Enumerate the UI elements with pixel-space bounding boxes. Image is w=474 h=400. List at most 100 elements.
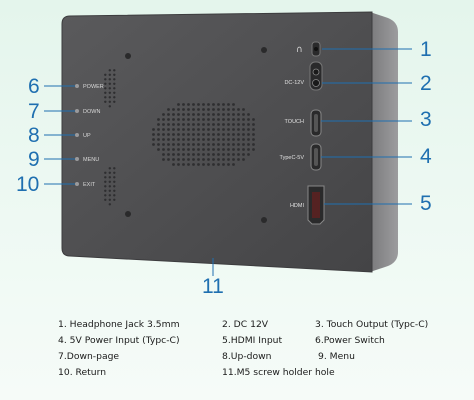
grille-hole [187, 108, 190, 111]
grille-hole [242, 118, 245, 121]
grille-hole [182, 133, 185, 136]
grille-hole [157, 123, 160, 126]
grille-hole [108, 91, 112, 95]
grille-hole [202, 153, 205, 156]
grille-hole [108, 105, 112, 108]
grille-hole [212, 128, 215, 131]
grille-hole [172, 138, 175, 141]
grille-hole [104, 189, 107, 192]
grille-hole [217, 123, 220, 126]
grille-hole [104, 82, 107, 86]
port-label-touch: TOUCH [285, 119, 304, 125]
grille-hole [212, 108, 215, 111]
callout-number-11: 11 [202, 275, 224, 298]
port-label-dc: DC-12V [284, 80, 304, 86]
grille-hole [172, 163, 175, 166]
grille-hole [207, 113, 210, 116]
legend-item-5: 5.HDMI Input [222, 335, 283, 346]
grille-hole [197, 153, 200, 156]
grille-hole [202, 113, 205, 116]
grille-hole [167, 148, 170, 151]
grille-hole [108, 87, 112, 90]
grille-hole [187, 128, 190, 131]
grille-hole [252, 123, 255, 126]
grille-hole [177, 113, 180, 116]
grille-hole [157, 128, 160, 131]
grille-hole [152, 143, 155, 146]
grille-hole [187, 158, 190, 161]
grille-hole [162, 158, 165, 161]
grille-hole [242, 108, 245, 111]
legend-item-1: 1. Headphone Jack 3.5mm [58, 319, 180, 330]
grille-hole [207, 143, 210, 146]
grille-hole [237, 148, 240, 151]
headphone-jack: ∩ [296, 41, 321, 57]
grille-hole [217, 118, 220, 121]
grille-hole [202, 148, 205, 151]
callout-number-9: 9 [28, 148, 40, 171]
grille-hole [247, 153, 250, 156]
legend-item-11: 11.M5 screw holder hole [222, 367, 335, 378]
grille-hole [217, 158, 220, 161]
grille-hole [232, 153, 235, 156]
left-speaker-grille-top [104, 69, 116, 108]
grille-hole [113, 194, 116, 197]
grille-hole [187, 148, 190, 151]
callout-number-2: 2 [420, 72, 432, 95]
grille-hole [113, 96, 116, 99]
button-label-exit: EXIT [83, 182, 96, 188]
grille-hole [197, 103, 200, 106]
grille-hole [212, 118, 215, 121]
grille-hole [242, 143, 245, 146]
grille-hole [222, 123, 225, 126]
grille-hole [182, 153, 185, 156]
grille-hole [227, 158, 230, 161]
grille-hole [157, 143, 160, 146]
grille-hole [247, 133, 250, 136]
grille-hole [227, 113, 230, 116]
grille-hole [162, 123, 165, 126]
grille-hole [212, 123, 215, 126]
legend-item-3: 3. Touch Output (Typc-C) [315, 319, 429, 330]
grille-hole [108, 194, 112, 197]
grille-hole [197, 108, 200, 111]
grille-hole [192, 108, 195, 111]
grille-hole [222, 133, 225, 136]
grille-hole [172, 118, 175, 121]
grille-hole [202, 128, 205, 131]
dc-port [309, 61, 323, 91]
grille-hole [212, 138, 215, 141]
grille-hole [207, 108, 210, 111]
grille-hole [212, 153, 215, 156]
grille-hole [247, 138, 250, 141]
grille-hole [162, 128, 165, 131]
callout-number-1: 1 [420, 38, 432, 61]
grille-hole [192, 103, 195, 106]
grille-hole [177, 118, 180, 121]
grille-hole [182, 123, 185, 126]
grille-hole [192, 163, 195, 166]
grille-hole [182, 103, 185, 106]
grille-hole [227, 138, 230, 141]
grille-hole [237, 133, 240, 136]
grille-hole [192, 133, 195, 136]
grille-hole [242, 153, 245, 156]
grille-hole [177, 163, 180, 166]
grille-hole [108, 171, 112, 174]
grille-hole [177, 123, 180, 126]
grille-hole [104, 96, 107, 99]
grille-hole [104, 171, 107, 174]
grille-hole [212, 103, 215, 106]
grille-hole [232, 138, 235, 141]
grille-hole [237, 138, 240, 141]
grille-hole [177, 153, 180, 156]
grille-hole [113, 87, 116, 90]
grille-hole [252, 133, 255, 136]
grille-hole [252, 148, 255, 151]
grille-hole [222, 163, 225, 166]
grille-hole [104, 91, 107, 95]
grille-hole [222, 103, 225, 106]
grille-hole [232, 163, 235, 166]
callout-lines [44, 48, 412, 276]
